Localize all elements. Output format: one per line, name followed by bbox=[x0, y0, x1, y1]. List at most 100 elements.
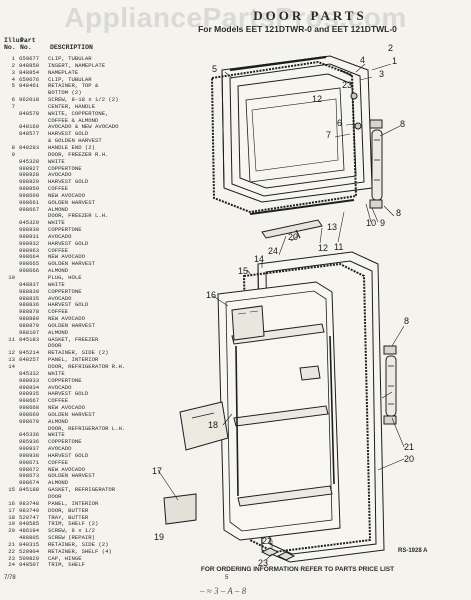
parts-row: & GOLDEN HARVEST bbox=[2, 138, 172, 145]
callout-23b: 23 bbox=[258, 558, 268, 568]
illus-number: 4 bbox=[11, 76, 15, 83]
freezer-door bbox=[210, 55, 373, 239]
part-number: 848837 bbox=[19, 281, 40, 288]
part-description: HARVEST GOLD bbox=[48, 131, 89, 138]
part-number: 998933 bbox=[19, 377, 40, 384]
callout-13: 13 bbox=[327, 222, 337, 232]
illus-number: 24 bbox=[8, 562, 15, 569]
callout-8c: 8 bbox=[404, 316, 409, 326]
parts-row: DOOR bbox=[2, 343, 172, 350]
part-number: 848461 bbox=[19, 83, 40, 90]
part-number: 848578 bbox=[19, 110, 40, 117]
callout-8a: 8 bbox=[400, 119, 405, 129]
part-number: 998929 bbox=[19, 179, 40, 186]
part-description: GOLDEN HARVEST bbox=[48, 261, 95, 268]
part-number: 998672 bbox=[19, 466, 40, 473]
callout-5: 5 bbox=[212, 64, 217, 74]
page-number: 5 bbox=[225, 575, 229, 581]
part-description: DOOR, REFRIGERATOR L.H. bbox=[48, 425, 126, 432]
header-part-no: No. bbox=[20, 44, 32, 51]
part-description: CLIP, TUBULAR bbox=[48, 76, 92, 83]
part-number: 998930 bbox=[19, 227, 40, 234]
part-number: 845332 bbox=[19, 370, 40, 377]
part-number: 845183 bbox=[19, 336, 40, 343]
part-description: ALMOND bbox=[48, 329, 69, 336]
part-description: TRIM, SHELF bbox=[48, 562, 85, 569]
callout-12b: 12 bbox=[312, 94, 322, 104]
illus-number: 8 bbox=[11, 144, 15, 151]
part-description: SCREW, 8 x 1/2 bbox=[48, 528, 95, 535]
callout-19: 19 bbox=[154, 532, 164, 542]
parts-row: 998660 NEW AVOCADO bbox=[2, 193, 172, 200]
refrigerator-door bbox=[163, 251, 385, 563]
part-description: SCREW (REPAIR) bbox=[48, 535, 95, 542]
part-number: 848293 bbox=[19, 144, 40, 151]
part-description: GASKET, FREEZER bbox=[48, 336, 99, 343]
callout-12: 12 bbox=[318, 243, 328, 253]
callout-23: 23 bbox=[342, 80, 352, 90]
part-description: AVOCADO bbox=[48, 233, 72, 240]
part-number: 998660 bbox=[19, 192, 40, 199]
part-description: COFFEE bbox=[48, 186, 69, 193]
part-description: HANDLE END (2) bbox=[48, 144, 95, 151]
part-number: 845336 bbox=[19, 432, 40, 439]
refrigerator-handle bbox=[383, 345, 397, 425]
part-number: 848585 bbox=[19, 521, 40, 528]
part-description: HARVEST GOLD bbox=[48, 179, 89, 186]
illus-number: 21 bbox=[8, 541, 15, 548]
parts-row: 488805 SCREW (REPAIR) bbox=[2, 535, 172, 542]
illus-number: 13 bbox=[8, 357, 15, 364]
parts-row: 998929 HARVEST GOLD bbox=[2, 179, 172, 186]
illus-number: 16 bbox=[8, 500, 15, 507]
part-number: 988836 bbox=[19, 302, 40, 309]
part-description: GOLDEN HARVEST bbox=[48, 411, 95, 418]
part-number: 998959 bbox=[19, 186, 40, 193]
part-number: 486194 bbox=[19, 528, 40, 535]
part-description: CLIP, TUBULAR bbox=[48, 56, 92, 62]
callout-4: 4 bbox=[360, 55, 365, 65]
callout-17: 17 bbox=[152, 466, 162, 476]
parts-row: DOOR, REFRIGERATOR L.H. bbox=[2, 426, 172, 433]
freezer-handle bbox=[369, 119, 383, 209]
part-description: COFFEE bbox=[48, 247, 69, 254]
part-description: CAP, HINGE bbox=[48, 555, 82, 562]
part-description: NEW AVOCADO bbox=[48, 466, 85, 473]
part-description: RETAINER, SIDE (2) bbox=[48, 541, 109, 548]
callout-21: 21 bbox=[404, 442, 414, 452]
parts-row: BOTTOM (2) bbox=[2, 90, 172, 97]
part-description: DOOR bbox=[48, 494, 62, 500]
illus-number: 17 bbox=[8, 507, 15, 514]
part-number: 998661 bbox=[19, 199, 40, 206]
part-description: RETAINER, SHELF (4) bbox=[48, 548, 112, 555]
part-number: 488805 bbox=[19, 535, 40, 542]
illus-number: 5 bbox=[11, 83, 15, 90]
part-description: NEW AVOCADO bbox=[48, 192, 85, 199]
parts-row: 8 848293 HANDLE END (2) bbox=[2, 145, 172, 152]
part-number: 988880 bbox=[19, 316, 40, 323]
illus-number: 18 bbox=[8, 514, 15, 521]
callout-20: 20 bbox=[288, 232, 298, 242]
illus-number: 3 bbox=[11, 69, 15, 76]
part-number: 998667 bbox=[19, 206, 40, 213]
part-description: NEW AVOCADO bbox=[48, 405, 85, 412]
